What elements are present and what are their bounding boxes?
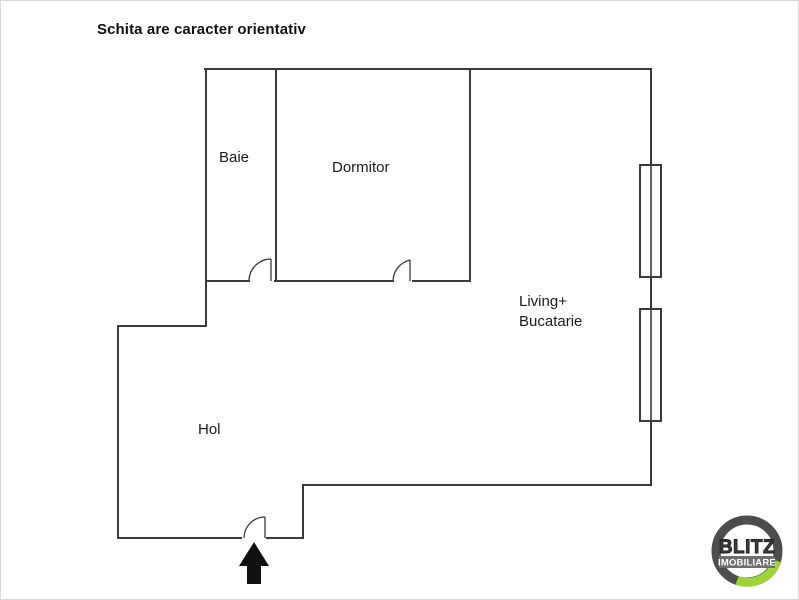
room-label-living-line2: Bucatarie — [519, 312, 583, 330]
logo-band — [719, 556, 775, 568]
doors-group — [243, 258, 411, 539]
blitz-imobiliare-logo: BLITZ IMOBILIARE — [711, 515, 783, 587]
logo-name-secondary: IMOBILIARE — [718, 558, 776, 569]
room-label-living-line1: Living+ — [519, 293, 567, 310]
room-label-living: Living+ Bucatarie — [519, 292, 582, 332]
door-entrance-arc — [243, 516, 266, 539]
room-label-dormitor: Dormitor — [332, 159, 390, 176]
door-baie-arc — [248, 258, 272, 282]
entrance-arrow — [239, 542, 269, 584]
logo-name-primary: BLITZ — [719, 537, 775, 558]
door-dormitor-arc — [392, 259, 411, 282]
room-label-hol: Hol — [198, 421, 221, 438]
logo-wordmark: BLITZ IMOBILIARE — [718, 537, 776, 569]
room-label-baie: Baie — [219, 149, 250, 166]
plan-disclaimer-title: Schita are caracter orientativ — [97, 21, 306, 38]
